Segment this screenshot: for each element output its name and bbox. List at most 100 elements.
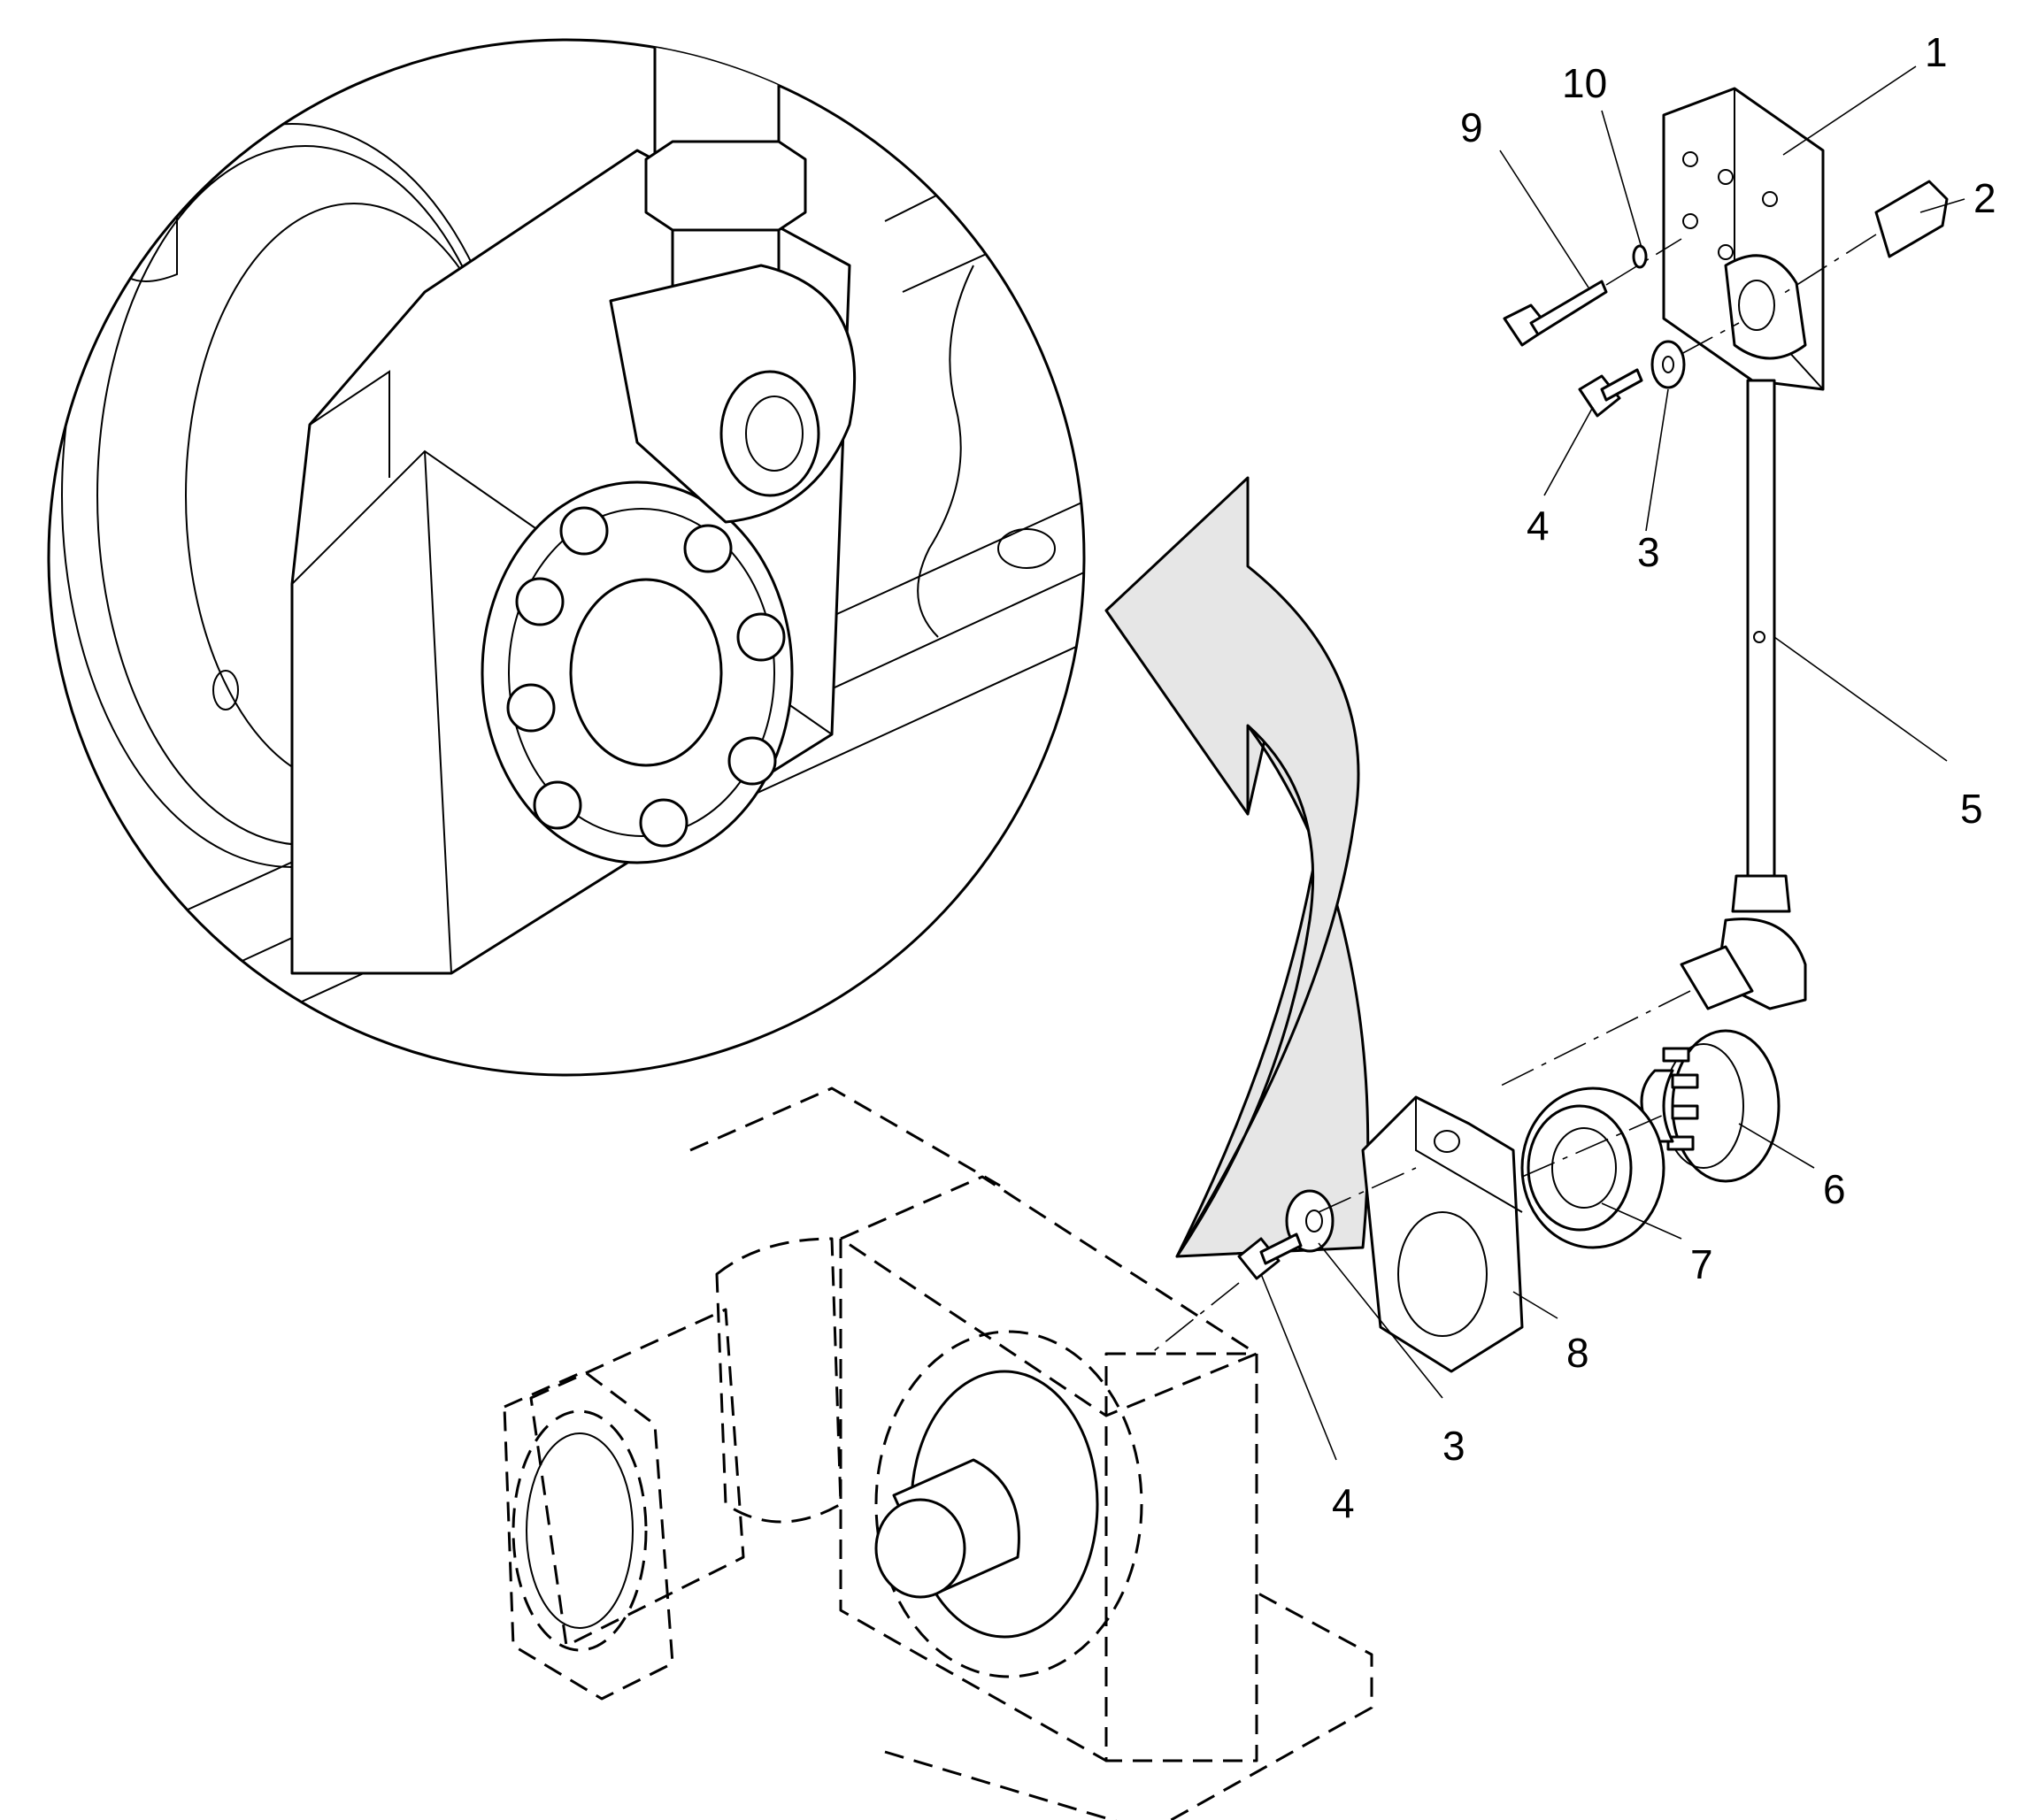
detail-bolt (506, 683, 556, 733)
part-8-bracket-bore (1397, 1211, 1488, 1337)
part-2-pin (1874, 180, 1949, 258)
callout-3-top: 3 (1637, 529, 1660, 575)
detail-view-circle (47, 38, 1086, 1077)
part-7-ring-bore (1551, 1127, 1617, 1209)
callout-numbers: 1 2 3 4 5 6 7 8 9 10 3 4 (1332, 29, 1996, 1526)
detail-bolt (533, 780, 582, 830)
callout-8: 8 (1566, 1330, 1589, 1376)
leader-3-top (1645, 388, 1669, 532)
detail-bracket-notch (309, 370, 390, 478)
leader-10 (1601, 110, 1642, 249)
gearbox-housing-top (839, 1175, 1258, 1417)
part-6-bolt (1671, 1073, 1699, 1089)
part-4-bolt-bottom-shank (1259, 1233, 1303, 1265)
leader-3-bottom (1318, 1242, 1443, 1399)
detail-bolt (736, 612, 786, 662)
callout-4-top: 4 (1527, 503, 1550, 549)
part-8-bracket-hole (1434, 1130, 1460, 1153)
leader-2 (1919, 198, 1965, 213)
gearbox-housing-side (1104, 1352, 1258, 1762)
detail-rod-end-pin (745, 395, 804, 472)
callout-10: 10 (1562, 60, 1607, 106)
leader-4-bottom (1260, 1273, 1337, 1461)
leader-lines (1260, 65, 1965, 1461)
callout-9: 9 (1460, 104, 1483, 150)
part-2-axis-line (1778, 234, 1877, 297)
part-8-axis-line (1521, 1114, 1665, 1178)
detail-bolt (727, 736, 777, 786)
callout-4-bottom: 4 (1332, 1480, 1355, 1526)
leader-9 (1499, 150, 1589, 288)
rod-end-upper (1724, 254, 1807, 360)
part-10-lock-washer (1632, 244, 1648, 269)
part-1-hole (1718, 244, 1734, 260)
callout-3-bottom: 3 (1442, 1423, 1465, 1469)
detail-bracket-edge-2 (424, 450, 452, 974)
part-5-rod-hole (1753, 631, 1765, 643)
part-3-top-axis-line (1681, 322, 1740, 355)
callout-6: 6 (1823, 1166, 1846, 1212)
detail-drum-hole (212, 670, 239, 710)
detail-clamp-hub (569, 578, 723, 767)
part-1-hole (1762, 191, 1778, 207)
gearbox-output-shaft-end (874, 1498, 966, 1599)
torque-arm-assembly (1495, 87, 1949, 1089)
part-6-bolt (1662, 1047, 1690, 1063)
part-4-bolt-top-shank (1600, 368, 1643, 402)
leader-1 (1782, 65, 1917, 156)
leader-4-top (1543, 406, 1594, 496)
detail-frame-top-1 (884, 114, 1084, 222)
leader-8 (1512, 1291, 1558, 1319)
detail-clamp-ring-inner (508, 508, 775, 837)
motor-fan-cover (512, 1409, 648, 1652)
motor-body (529, 1308, 745, 1647)
gearbox-top-rib (689, 1087, 1001, 1187)
detail-bolt (515, 577, 565, 626)
motor-fan-cover-inner (526, 1432, 634, 1629)
detail-frame-hole (997, 528, 1056, 569)
rod-end-lower-hex (1680, 945, 1754, 1010)
part-8-bracket (1361, 1095, 1524, 1373)
part-3-washer-top (1650, 340, 1686, 389)
leader-6 (1738, 1123, 1815, 1169)
rod-lower-axis-line (1495, 990, 1691, 1089)
part-3-washer-bottom-hole (1305, 1209, 1323, 1233)
detail-circle-border (47, 38, 1086, 1077)
part-4-bottom-axis-line (1318, 1167, 1417, 1213)
detail-bolt (559, 506, 609, 556)
part-1-hole (1682, 151, 1698, 167)
part-5-rod (1746, 379, 1776, 878)
motor-end-cap (503, 1370, 674, 1701)
part-1-hole (1682, 213, 1698, 229)
detail-clamp-bolts (506, 506, 786, 848)
callout-1: 1 (1925, 29, 1948, 75)
part-3-washer-top-hole (1662, 356, 1674, 373)
part-8-bracket-edge (1415, 1097, 1523, 1213)
gearbox-output-flange (874, 1330, 1143, 1678)
part-6-bolt (1666, 1135, 1695, 1151)
gear-motor-dashed (503, 1087, 1373, 1820)
gearbox-housing-front (839, 1239, 1107, 1762)
leader-7 (1601, 1202, 1682, 1240)
rod-lower-nut (1731, 874, 1791, 913)
detail-arrow-body (1104, 476, 1360, 1258)
detail-rod-end-bearing (719, 370, 820, 497)
detail-frame-break-line (917, 265, 974, 638)
detail-frame-top-2 (902, 203, 1084, 293)
clamp-parts (1150, 1029, 1781, 1373)
callout-7: 7 (1690, 1241, 1713, 1287)
part-1-hole (1718, 169, 1734, 185)
leader-5 (1773, 636, 1948, 762)
part-9-screw-shank (1529, 280, 1608, 336)
callout-2: 2 (1973, 175, 1996, 221)
part-9-axis-line (1605, 238, 1682, 286)
part-6-bolt (1671, 1104, 1699, 1120)
detail-bolt (683, 524, 733, 573)
callout-5: 5 (1960, 786, 1983, 832)
detail-rod-hex-nut (644, 140, 807, 232)
assembly-axis-line (1150, 1282, 1240, 1355)
rod-end-upper-bearing (1738, 280, 1775, 331)
gearbox-foot (884, 1591, 1373, 1820)
